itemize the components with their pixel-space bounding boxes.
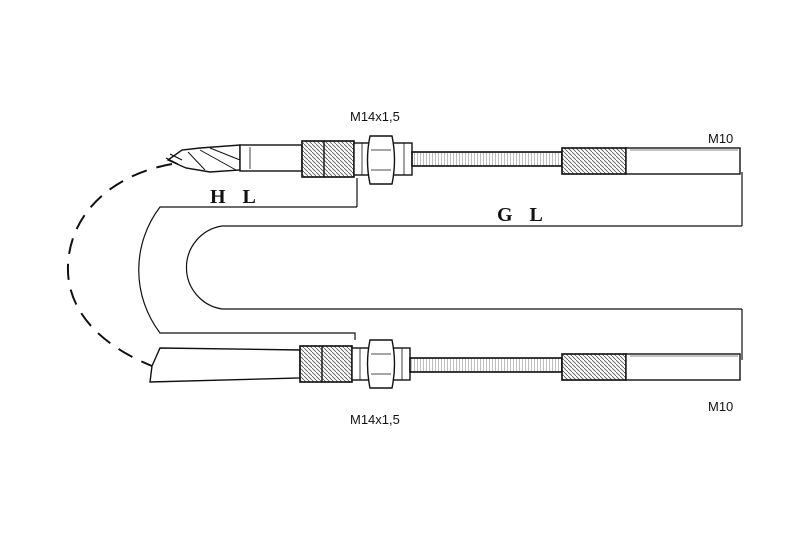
upper-cable-assembly: [165, 135, 741, 185]
cable-sheath-dashed: [66, 163, 173, 367]
top-end-label: M10: [708, 131, 733, 146]
lower-cable-assembly: [149, 339, 741, 389]
bottom-thread-label: M14x1,5: [350, 412, 400, 427]
gl-dimension-label: G L: [497, 204, 549, 226]
top-thread-label: M14x1,5: [350, 109, 400, 124]
bottom-end-label: M10: [708, 399, 733, 414]
hl-dimension-label: H L: [210, 186, 262, 208]
dimension-lines: [138, 172, 743, 360]
